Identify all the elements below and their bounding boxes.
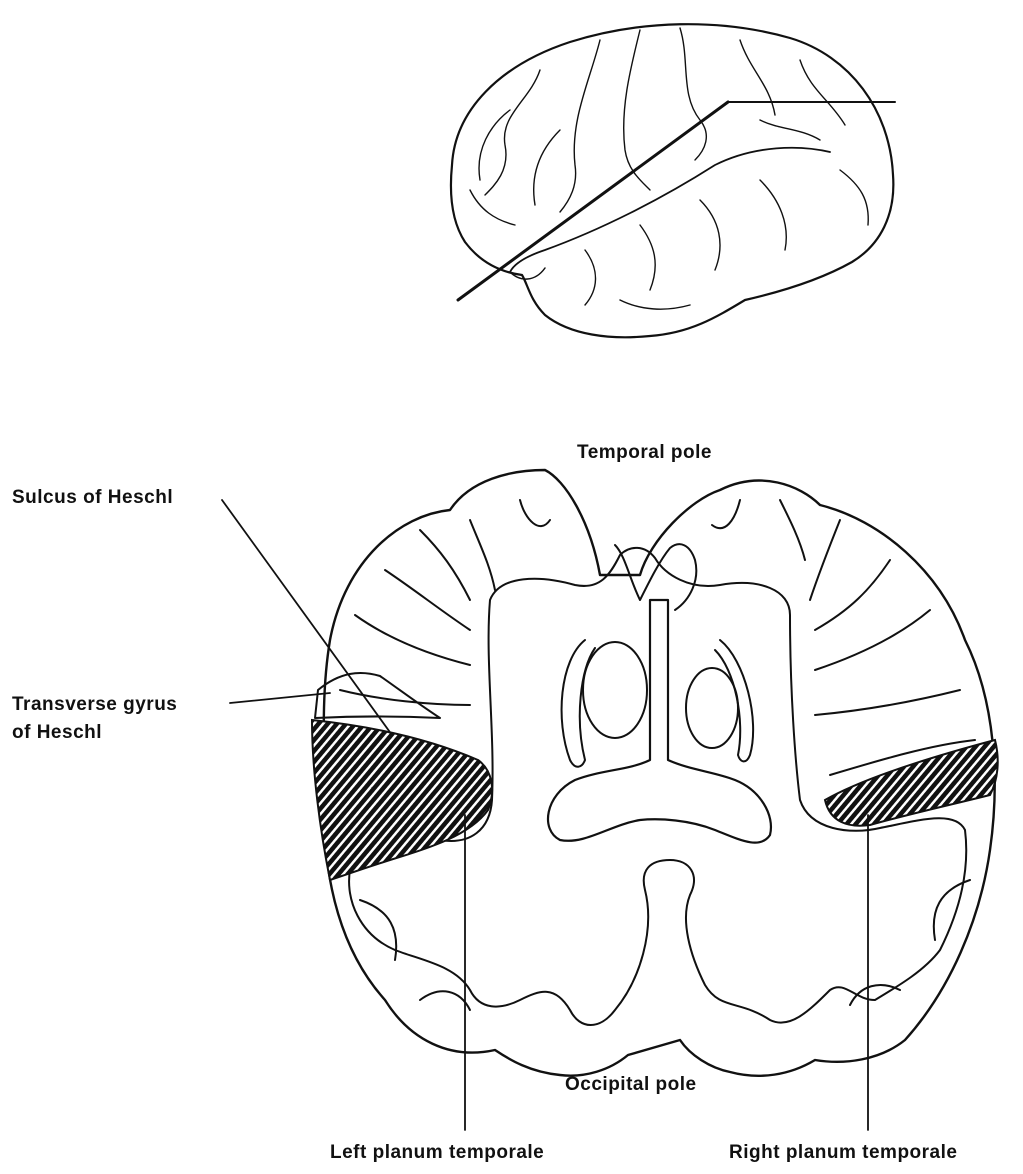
temporal-pole-label: Temporal pole xyxy=(577,442,712,463)
right-thalamus xyxy=(686,668,738,748)
right-planum-temporale-label: Right planum temporale xyxy=(729,1142,957,1163)
transverse-gyrus-label-line2: of Heschl xyxy=(12,722,102,743)
temporal-lobe-fold xyxy=(510,148,830,272)
transverse-gyrus-leader-line xyxy=(230,693,330,703)
lateral-brain-outline xyxy=(451,24,893,337)
right-internal-capsule xyxy=(715,640,753,761)
transverse-gyrus-label-line1: Transverse gyrus xyxy=(12,694,177,715)
lateral-brain-view xyxy=(451,24,895,337)
horizontal-section-view xyxy=(312,470,998,1076)
section-plane-line xyxy=(458,102,728,300)
left-thalamus xyxy=(583,642,647,738)
left-internal-capsule xyxy=(562,640,595,767)
occipital-pole-label: Occipital pole xyxy=(565,1074,697,1095)
transverse-gyrus-region xyxy=(315,673,440,718)
lateral-gyri xyxy=(470,28,868,309)
sulcus-of-heschl-label: Sulcus of Heschl xyxy=(12,487,173,508)
left-planum-temporale-label: Left planum temporale xyxy=(330,1142,544,1163)
sulcus-leader-line xyxy=(222,500,392,735)
